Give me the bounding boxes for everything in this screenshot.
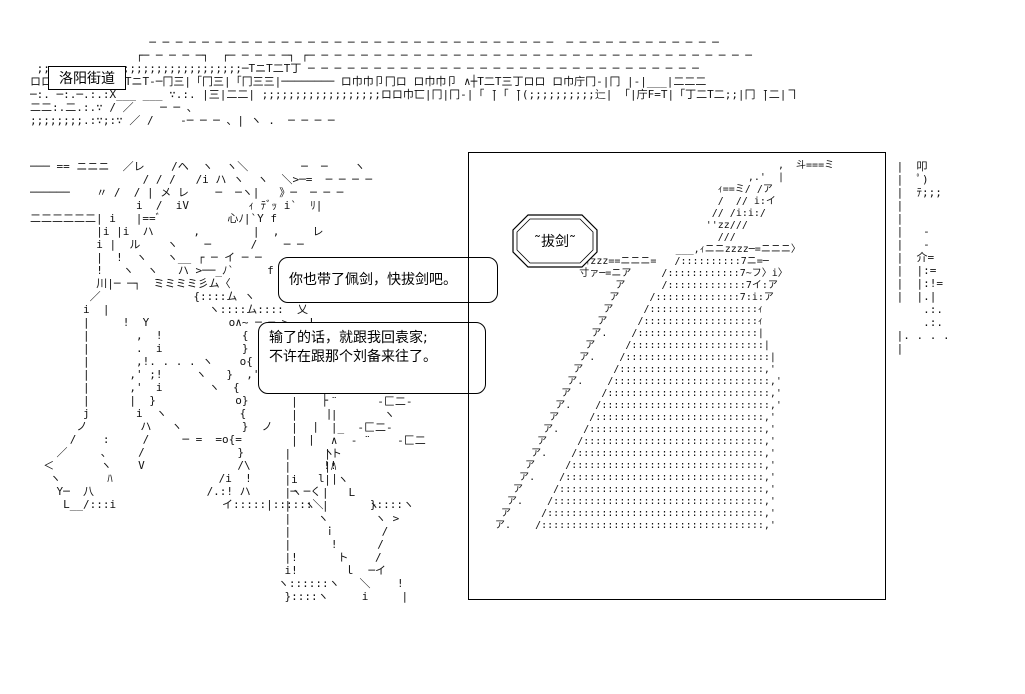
speech-line-2a: 输了的话，就跟我回袁家; xyxy=(269,330,428,346)
right-edge-art: | 叩 | ﾟ) | ﾃ;;; | | | - | - | 介= | |:= |… xyxy=(896,160,950,355)
street-background-art: ─ ─ ─ ─ ─ ─ ─ ─ ─ ─ ─ ─ ─ ─ ─ ─ ─ ─ ─ ─ … xyxy=(30,36,798,127)
sfx-text: ˜拔剑˜ xyxy=(534,234,576,250)
sfx-octagon: ˜拔剑˜ xyxy=(512,214,598,268)
speech-bubble-1: 你也带了佩剑，快拔剑吧。 xyxy=(278,257,498,303)
speech-line-1: 你也带了佩剑，快拔剑吧。 xyxy=(289,271,457,288)
octagon-frame-icon xyxy=(512,214,598,268)
sword-blade-art: , 斗===ミ ,.' | ｨ==ミ/ /ア / // i:イ // /i:i:… xyxy=(495,160,835,531)
speech-bubble-2: 输了的话，就跟我回袁家; 不许在跟那个刘备来往了。 xyxy=(258,322,486,394)
speech-line-2b: 不许在跟那个刘备来往了。 xyxy=(269,349,437,365)
character-figure-art: ─── == ニニニ ／レ /ヘ ヽ ヽ＼ ─ ─ ヽ / / / /i ハ ヽ… xyxy=(30,160,414,511)
location-label: 洛阳街道 xyxy=(48,66,126,90)
sword-draw-panel xyxy=(468,152,886,600)
second-figure-art: | ¨ -匚二- | | ヽ | |_ -匚二- | ∧ - ¨ -匚二 | |… xyxy=(277,395,426,603)
